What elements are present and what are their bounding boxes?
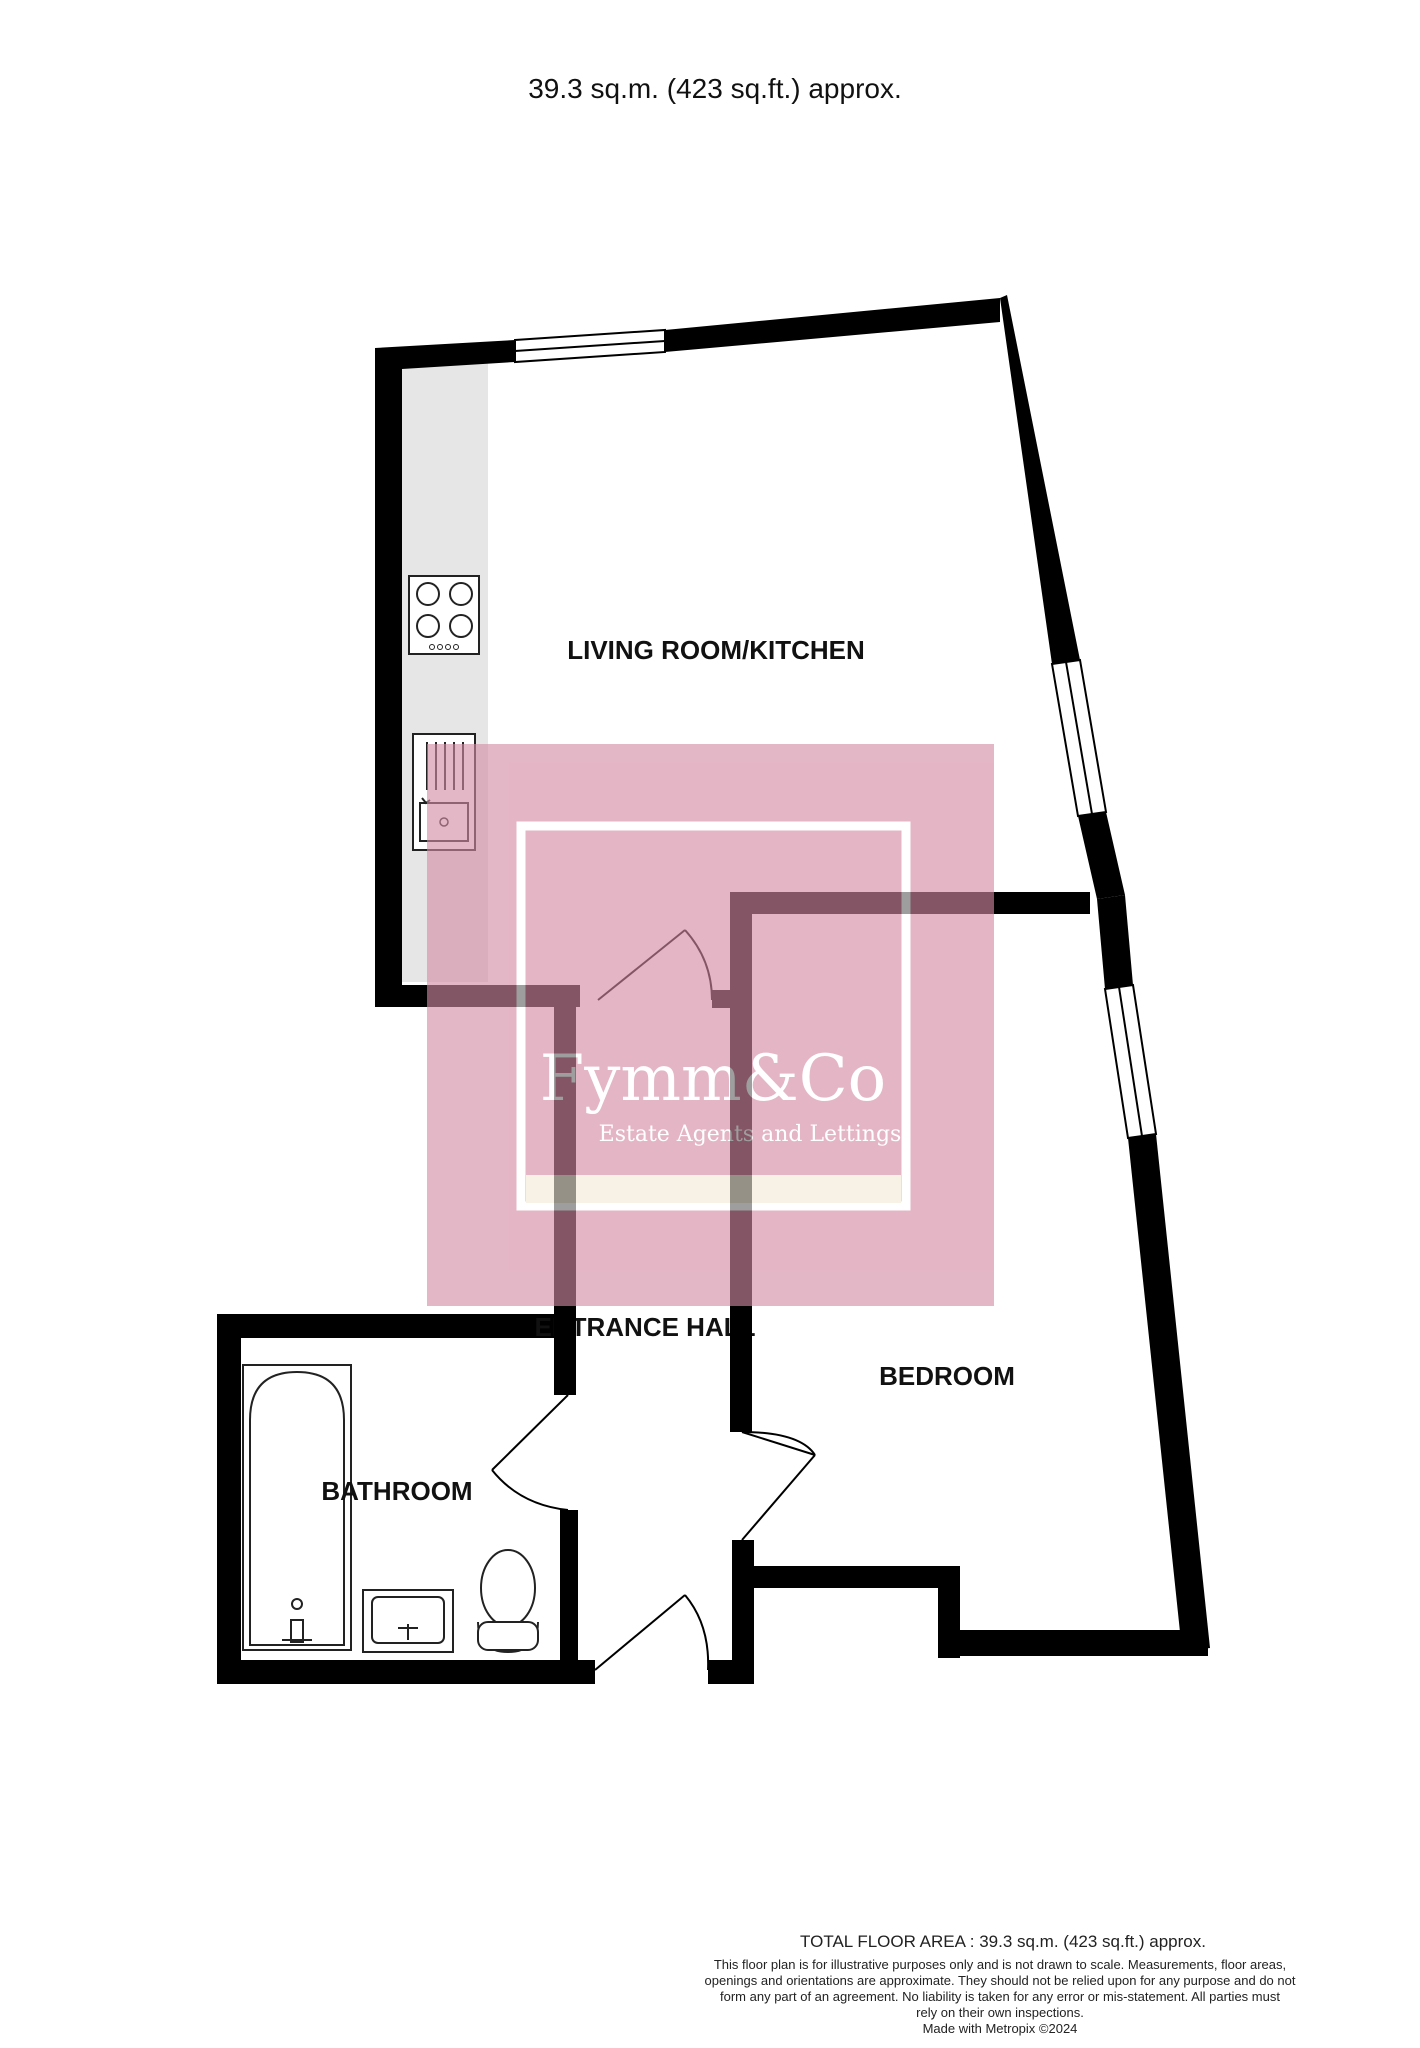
area-heading: 39.3 sq.m. (423 sq.ft.) approx.: [528, 73, 902, 104]
hall-label-mask-right: [730, 1314, 752, 1344]
hob-icon: [408, 575, 480, 655]
footer-disclaimer-line-4: rely on their own inspections.: [916, 2005, 1084, 2020]
brand-name: Fymm&Co: [540, 1042, 886, 1116]
footer-credit: Made with Metropix ©2024: [923, 2021, 1078, 2036]
window-top: [514, 328, 666, 364]
footer-disclaimer-line-2: openings and orientations are approximat…: [705, 1973, 1296, 1988]
brand-tagline: Estate Agents and Lettings: [599, 1122, 902, 1147]
door-bedroom: [741, 1431, 816, 1541]
footer-disclaimer-line-3: form any part of an agreement. No liabil…: [720, 1989, 1280, 2004]
window-right-bedroom: [1103, 983, 1158, 1140]
door-entrance: [594, 1594, 710, 1671]
door-bathroom: [491, 1394, 569, 1511]
room-label-living: LIVING ROOM/KITCHEN: [567, 635, 865, 665]
window-right-living: [1050, 658, 1108, 818]
room-label-bathroom: BATHROOM: [321, 1476, 472, 1506]
toilet-icon: [477, 1549, 539, 1654]
basin-icon: [362, 1589, 454, 1653]
hall-label-mask-left: [554, 1314, 576, 1344]
bathtub-icon: [242, 1364, 352, 1651]
brand-watermark: Fymm&Co Estate Agents and Lettings: [427, 744, 994, 1306]
footer-disclaimer-line-1: This floor plan is for illustrative purp…: [714, 1957, 1286, 1972]
room-label-bedroom: BEDROOM: [879, 1361, 1015, 1391]
footer-total-area: TOTAL FLOOR AREA : 39.3 sq.m. (423 sq.ft…: [800, 1932, 1206, 1951]
